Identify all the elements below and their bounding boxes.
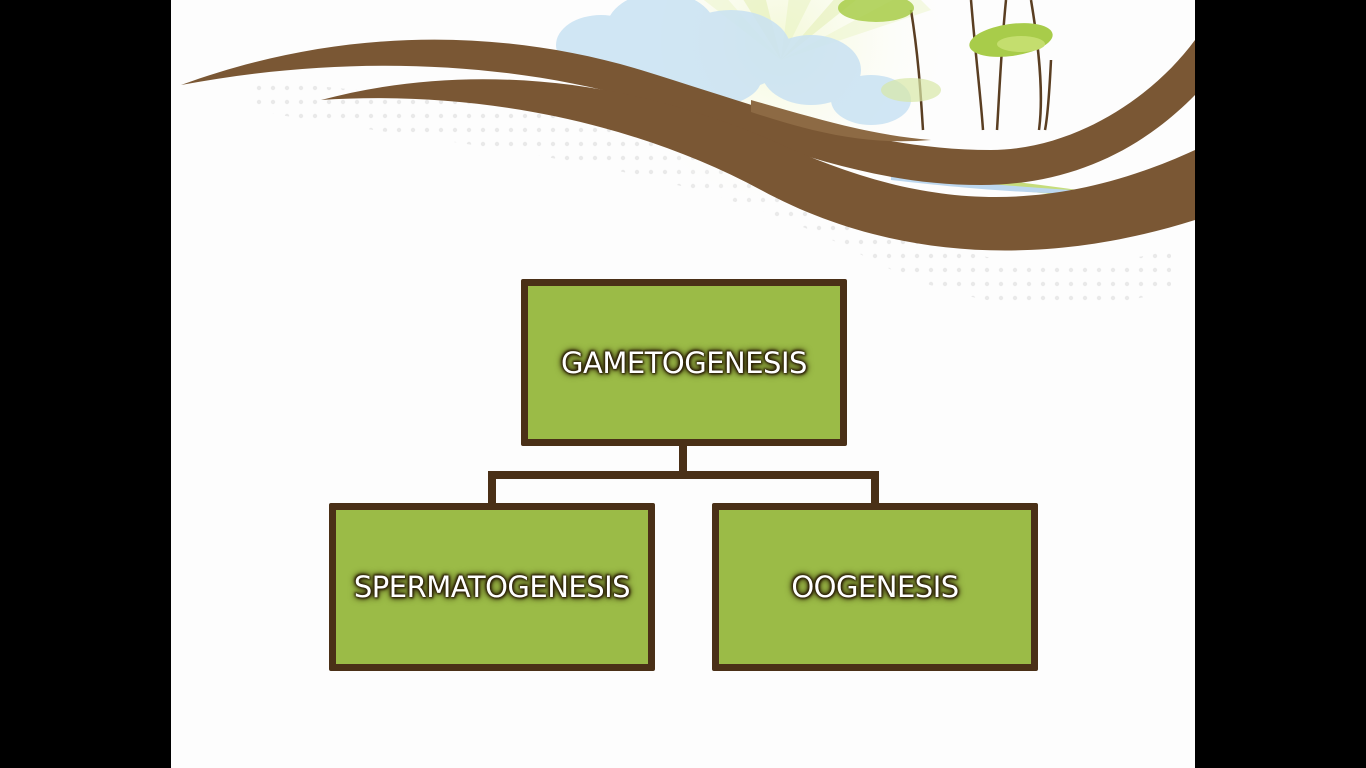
branch-highlight [751,100,931,142]
branch-decoration [181,0,1195,307]
connector-lines [488,442,879,507]
plant-stems [909,0,1053,131]
node-spermatogenesis: SPERMATOGENESIS [329,503,655,671]
node-label: GAMETOGENESIS [561,345,807,380]
node-oogenesis: OOGENESIS [712,503,1038,671]
node-label: OOGENESIS [791,570,959,604]
node-gametogenesis: GAMETOGENESIS [521,279,847,446]
slide: GAMETOGENESIS SPERMATOGENESIS OOGENESIS [171,0,1195,768]
node-label: SPERMATOGENESIS [353,570,631,604]
leaf-shapes [838,0,1053,102]
branch-lower [321,79,1195,251]
